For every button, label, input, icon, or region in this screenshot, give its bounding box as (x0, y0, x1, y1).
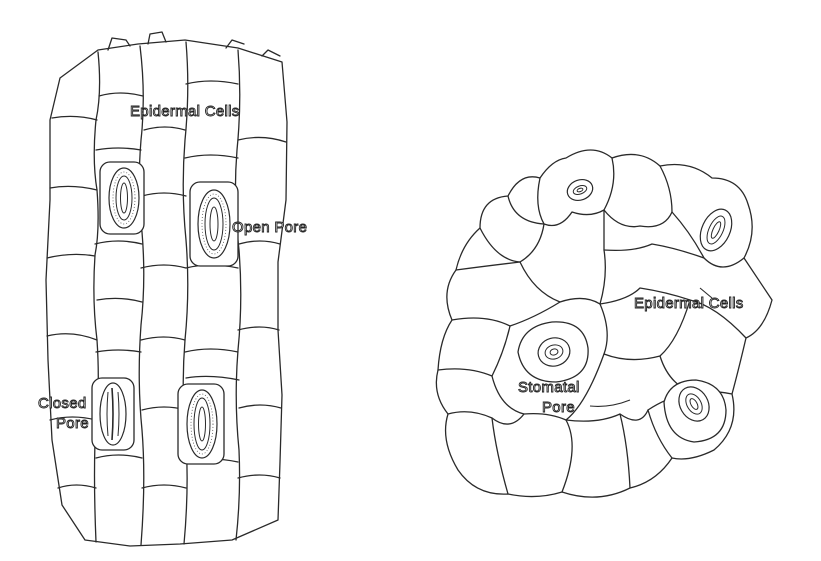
left-cross-wall (186, 376, 239, 380)
right-stoma-top (564, 176, 595, 204)
right-stoma-upper-right (694, 204, 738, 256)
closed-pore-label-line1: Closed (38, 396, 87, 412)
right-stoma-center (518, 322, 588, 382)
right-epidermis-patch (436, 150, 772, 497)
right-cell-wall (660, 166, 704, 258)
right-epidermal-cells-label: Epidermal Cells (634, 296, 744, 312)
left-cross-wall (96, 350, 141, 352)
left-stoma-lower (178, 384, 224, 464)
left-cross-wall (96, 455, 142, 458)
stomatal-pore-label-line2: Pore (542, 400, 575, 416)
left-cross-wall (185, 349, 238, 352)
left-epidermal-cells-label: Epidermal Cells (130, 104, 240, 120)
left-stoma-closed (92, 378, 134, 450)
left-cross-wall (95, 241, 142, 244)
right-cell-wall (480, 196, 544, 262)
left-cross-wall (144, 127, 185, 130)
left-column-wall-2 (139, 46, 144, 545)
left-stoma-upper (100, 162, 144, 234)
left-cross-wall (52, 116, 97, 120)
right-cell-wall (620, 414, 630, 488)
left-cross-wall (96, 148, 141, 150)
left-cross-wall (47, 254, 95, 258)
left-cross-wall (238, 475, 280, 478)
left-column-wall-4 (235, 50, 240, 540)
left-stoma-open (190, 182, 238, 266)
left-cross-wall (142, 193, 186, 196)
right-stoma-lower-right (664, 380, 726, 442)
left-cross-wall (238, 327, 279, 330)
left-cross-wall (50, 186, 97, 190)
left-cross-wall (239, 241, 280, 244)
right-cell-wall (492, 418, 508, 494)
right-cell-wall (448, 412, 524, 424)
left-cross-wall (97, 298, 142, 302)
right-patch-outline (436, 150, 772, 497)
left-cross-wall (58, 485, 96, 488)
left-cross-wall (99, 93, 143, 96)
right-cell-wall (604, 244, 744, 267)
left-cross-wall (142, 485, 186, 488)
stomatal-pore-pointer (590, 400, 630, 406)
left-cross-wall (141, 265, 186, 268)
left-cell-tip (262, 50, 280, 56)
left-cross-wall (186, 81, 238, 84)
open-pore-label: Open Pore (232, 220, 307, 236)
left-cross-wall (47, 334, 97, 340)
right-cell-wall (452, 302, 560, 326)
stomatal-pore-label-line1: Stomatal (518, 380, 580, 396)
right-cell-wall (520, 210, 605, 304)
left-cross-wall (185, 155, 238, 158)
right-cell-wall (438, 326, 510, 376)
left-column-wall-1 (94, 52, 100, 542)
left-cross-wall (141, 337, 185, 340)
closed-pore-label-line2: Pore (56, 416, 89, 432)
right-cell-wall (456, 262, 520, 270)
right-cell-wall (562, 420, 572, 492)
left-cross-wall (238, 137, 286, 142)
left-cross-wall (239, 405, 281, 408)
